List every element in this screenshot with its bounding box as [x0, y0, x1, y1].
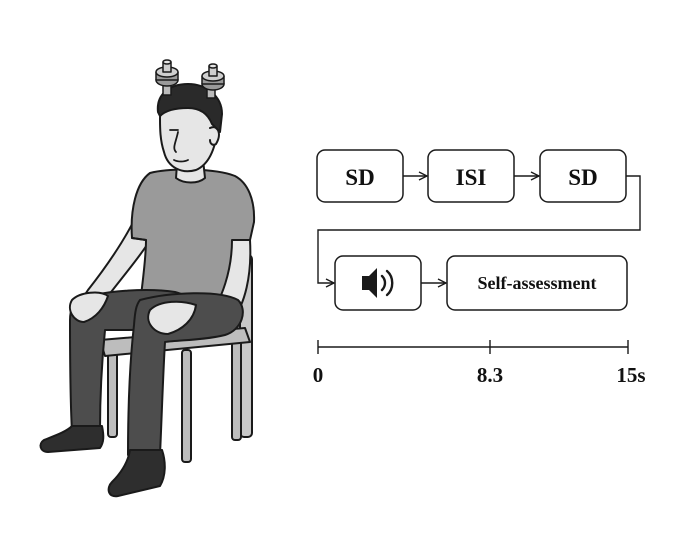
flow-box-sd-2-label: SD: [568, 165, 597, 190]
flow-box-sd-1: SD: [316, 149, 404, 203]
right-hand: [147, 300, 197, 335]
timeline-label-1: 8.3: [477, 363, 503, 387]
flow-box-sd-2: SD: [539, 149, 627, 203]
timeline-label-2: 15s: [616, 363, 645, 387]
sensor-left: [155, 59, 179, 96]
back-shoe: [39, 425, 105, 453]
procedure-flow: SD ISI SD Self-assessment: [316, 149, 641, 311]
flow-box-self-assessment-label: Self-assessment: [478, 273, 597, 293]
front-shoe: [107, 449, 166, 498]
sensor-right: [201, 63, 225, 99]
left-hand: [68, 291, 109, 323]
flow-box-sd-1-label: SD: [345, 165, 374, 190]
flow-box-isi: ISI: [427, 149, 515, 203]
head-sensors: [155, 59, 225, 99]
timeline: 0 8.3 15s: [313, 340, 646, 387]
flow-box-isi-label: ISI: [456, 165, 487, 190]
front-leg: [127, 292, 244, 456]
timeline-label-0: 0: [313, 363, 324, 387]
flow-box-sound: [334, 255, 422, 311]
flow-box-self-assessment: Self-assessment: [446, 255, 628, 311]
seated-person-illustration: [39, 59, 256, 498]
arrow-wrap-connector: [317, 175, 641, 283]
speaker-sound-icon: [362, 268, 394, 298]
hair: [156, 83, 223, 133]
